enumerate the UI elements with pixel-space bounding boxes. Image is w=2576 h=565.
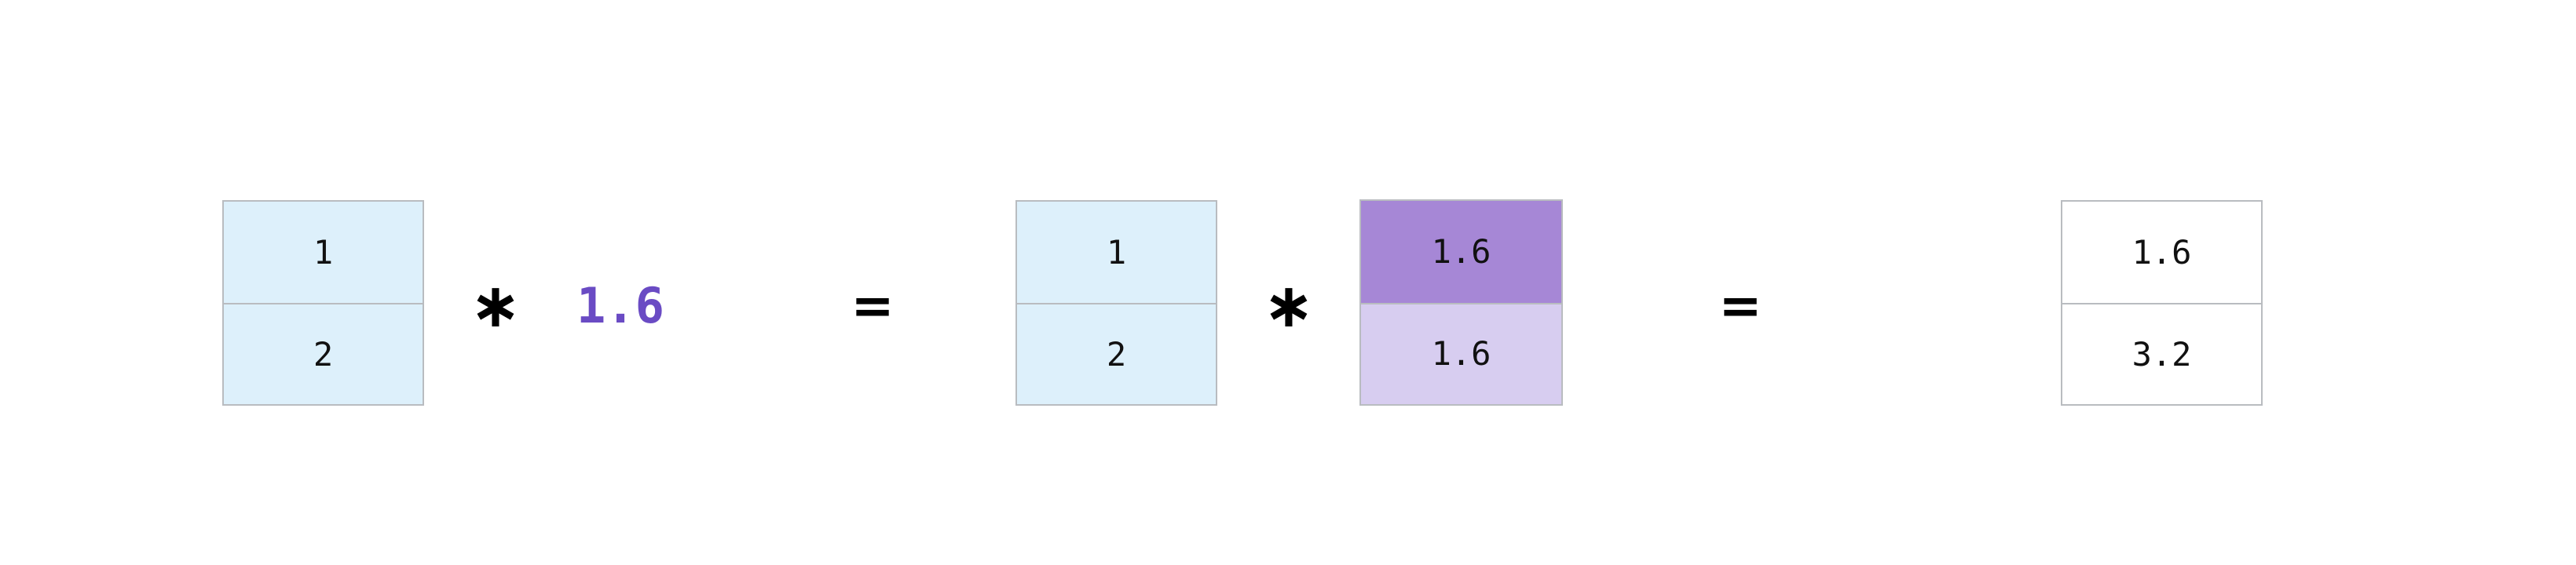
matrix-cell: 2 bbox=[224, 303, 423, 404]
matrix-cell: 1 bbox=[313, 232, 334, 272]
scalar-value: 1.6 bbox=[576, 277, 664, 334]
multiply-operator-icon: ∗ bbox=[1263, 271, 1315, 341]
multiply-operator-icon: ∗ bbox=[470, 271, 521, 341]
matrix-cell: 3.2 bbox=[2062, 303, 2261, 404]
matrix-cell: 1.6 bbox=[1361, 201, 1561, 303]
equals-operator-icon: = bbox=[1718, 275, 1762, 336]
result-vector: 1.6 3.2 bbox=[2061, 200, 2263, 406]
input-vector-repeat: 1 2 bbox=[1015, 200, 1217, 406]
matrix-cell: 1.6 bbox=[2131, 232, 2192, 272]
input-vector: 1 2 bbox=[222, 200, 424, 406]
broadcast-vector: 1.6 1.6 bbox=[1359, 199, 1563, 406]
equals-operator-icon: = bbox=[851, 275, 895, 336]
matrix-cell: 1.6 bbox=[1361, 302, 1561, 404]
matrix-cell: 1 bbox=[1106, 232, 1127, 272]
matrix-cell: 2 bbox=[1017, 303, 1216, 404]
